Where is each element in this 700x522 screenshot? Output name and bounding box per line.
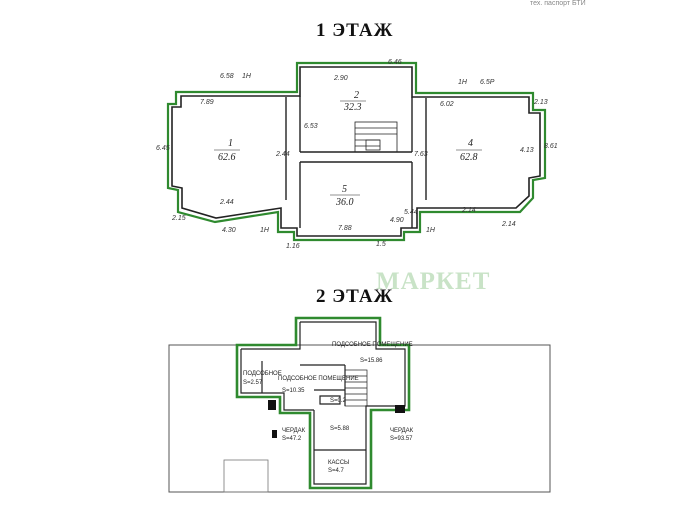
dim: 1.16 (286, 243, 300, 250)
room4-num: 4 (468, 138, 473, 149)
dim: 6.58 (220, 73, 234, 80)
dim: 8.61 (544, 143, 558, 150)
dim: 7.89 (200, 99, 214, 106)
room-attic2-area: S=93.57 (390, 436, 413, 442)
room-attic1-area: S=47.2 (282, 436, 302, 442)
room-utility1-name: ПОДСОБНОЕ ПОМЕЩЕНИЕ (332, 342, 413, 348)
room-utility2-area: S=10.35 (282, 388, 305, 394)
floor1-green-outline (166, 61, 547, 242)
floor2-title: 2 ЭТАЖ (316, 286, 394, 307)
dim: 1.5 (376, 241, 386, 248)
floor1-outer-walls (171, 66, 541, 237)
floor1-stair (354, 121, 398, 153)
floor2-plan: ПОДСОБНОЕ ПОМЕЩЕНИЕ S=15.86 ПОДСОБНОЕ ПО… (168, 316, 551, 493)
dim: 6.5P (480, 79, 495, 86)
room2-area: 32.3 (343, 102, 362, 113)
room-cashier-name: КАССЫ (328, 460, 349, 466)
room-small-area: S=0.2 (330, 398, 347, 404)
dim: 4.13 (520, 147, 534, 154)
room-utility2-name: ПОДСОБНОЕ ПОМЕЩЕНИЕ (278, 376, 359, 382)
dim: 6.53 (304, 123, 318, 130)
room-attic1-name: ЧЕРДАК (282, 428, 306, 434)
dim: 2.44 (219, 199, 234, 206)
room5-num: 5 (342, 184, 347, 195)
room1-num: 1 (228, 138, 233, 149)
floor2-building-outline (168, 344, 551, 493)
dim: 1H (426, 227, 436, 234)
floor2-stair (344, 369, 368, 407)
dim: 4.30 (222, 227, 236, 234)
room-utility1-area: S=15.86 (360, 358, 383, 364)
room-utility3-name: ПОДСОБНОЕ (243, 371, 282, 377)
floor2-green-outline (235, 316, 411, 490)
room2-num: 2 (354, 90, 359, 101)
dim: 7.88 (338, 225, 352, 232)
dim: 6.02 (440, 101, 454, 108)
dim: 1H (458, 79, 468, 86)
watermark: МАРКЕТ (376, 268, 491, 295)
room1-area: 62.6 (218, 152, 236, 163)
dim: 5.44 (404, 209, 418, 216)
dim: 7.63 (414, 151, 428, 158)
dim: 2.44 (275, 151, 290, 158)
dim: 6.46 (388, 59, 402, 66)
dim: 1H (260, 227, 270, 234)
room-attic2-name: ЧЕРДАК (390, 428, 414, 434)
room-utility3-area: S=2.57 (243, 380, 263, 386)
dim: 2.14 (501, 221, 516, 228)
corner-note: тех. паспорт БТИ (530, 0, 586, 7)
dim: 1H (242, 73, 252, 80)
dim: 2.14 (461, 207, 476, 214)
floor1-plan: 1 62.6 2 32.3 4 62.8 5 36.0 6.58 1H 7.89… (156, 59, 558, 250)
dim: 6.45 (156, 145, 170, 152)
dim: 2.90 (333, 75, 348, 82)
dim: 2.13 (533, 99, 548, 106)
room5-area: 36.0 (335, 197, 354, 208)
dim: 2.15 (171, 215, 186, 222)
room-cashier-area: S=4.7 (328, 468, 345, 474)
room-hall-area: S=5.88 (330, 426, 350, 432)
dim: 4.90 (390, 217, 404, 224)
floor1-title: 1 ЭТАЖ (316, 20, 394, 41)
room4-area: 62.8 (460, 152, 478, 163)
